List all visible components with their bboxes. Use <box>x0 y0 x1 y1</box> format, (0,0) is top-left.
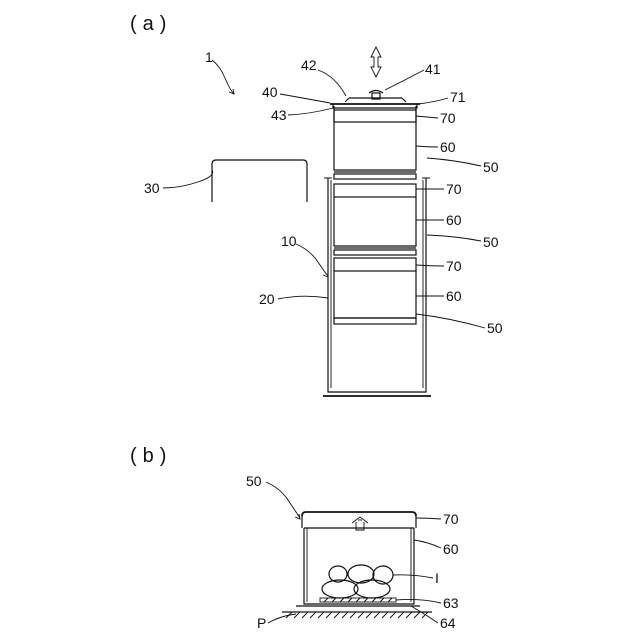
label-10: 10 <box>281 233 297 249</box>
container-unit-1 <box>334 106 416 172</box>
label-60-top: 60 <box>440 139 456 155</box>
label-60-low: 60 <box>446 288 462 304</box>
outer-frame <box>323 178 431 396</box>
container-50 <box>296 512 420 606</box>
label-50-mid: 50 <box>483 234 499 250</box>
label-b-p: P <box>257 615 266 631</box>
label-b-63: 63 <box>443 595 459 611</box>
label-b-60: 60 <box>443 541 459 557</box>
up-down-arrow-icon <box>371 47 381 77</box>
label-1: 1 <box>205 49 213 65</box>
label-41: 41 <box>425 61 441 77</box>
label-50-low: 50 <box>487 320 503 336</box>
label-b-50: 50 <box>246 473 262 489</box>
ground-hatching <box>282 612 432 618</box>
label-b-i: I <box>435 570 439 586</box>
label-70-top: 70 <box>440 110 456 126</box>
label-50-top: 50 <box>483 159 499 175</box>
caption-b: (b) <box>130 445 172 467</box>
container-unit-3 <box>334 250 416 324</box>
label-70-mid: 70 <box>446 181 462 197</box>
label-40: 40 <box>262 84 278 100</box>
items-i <box>322 565 393 598</box>
label-70-low: 70 <box>446 258 462 274</box>
label-20: 20 <box>259 291 275 307</box>
container-unit-2 <box>334 174 416 248</box>
label-43: 43 <box>271 107 287 123</box>
label-60-mid: 60 <box>446 212 462 228</box>
cover-30 <box>212 160 307 202</box>
label-71: 71 <box>450 89 466 105</box>
tray-63 <box>320 598 396 602</box>
label-30: 30 <box>144 180 160 196</box>
leader-lines-a <box>163 60 485 328</box>
label-b-64: 64 <box>440 615 456 631</box>
label-42: 42 <box>301 57 317 73</box>
caption-a: (a) <box>130 13 172 35</box>
lid-assembly <box>330 91 420 109</box>
label-b-70: 70 <box>443 511 459 527</box>
